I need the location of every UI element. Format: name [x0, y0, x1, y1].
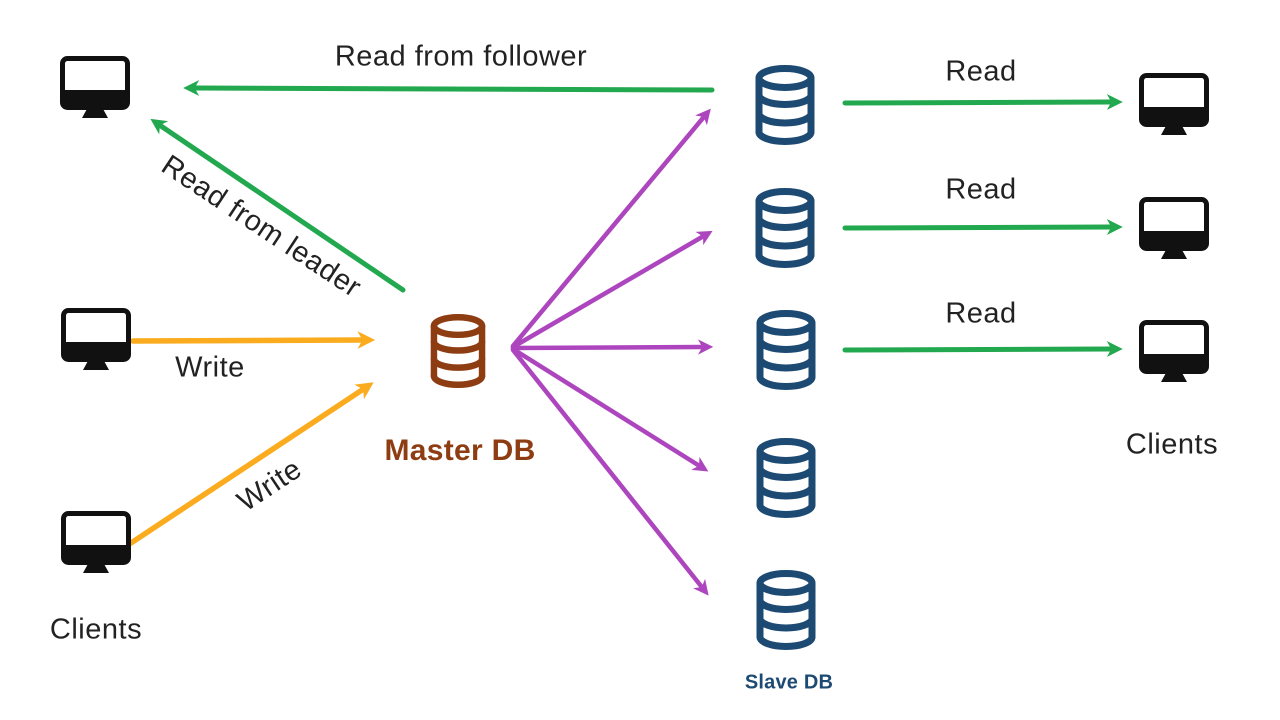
monitor-icon — [61, 511, 131, 573]
edge-label-read-from-follower: Read from follower — [334, 40, 588, 73]
monitor-icon — [61, 308, 131, 370]
arrow-read-from-leader — [150, 118, 406, 293]
arrow-replicate-2 — [510, 230, 713, 350]
client-node-right-3 — [1139, 320, 1209, 389]
database-icon — [755, 65, 815, 145]
monitor-icon — [1139, 73, 1209, 135]
slave-db-node-5 — [753, 570, 819, 655]
master-db-label: Master DB — [384, 434, 536, 467]
arrow-replicate-5 — [510, 347, 709, 596]
slave-db-node-3 — [753, 310, 819, 395]
client-node-bottom-left — [61, 511, 131, 580]
client-node-right-1 — [1139, 73, 1209, 142]
database-icon — [755, 188, 815, 268]
slave-db-node-4 — [753, 438, 819, 523]
database-icon — [756, 310, 816, 390]
monitor-icon — [1139, 197, 1209, 259]
clients-right-label: Clients — [1125, 428, 1219, 461]
database-icon — [430, 314, 486, 388]
slave-db-node-2 — [752, 188, 818, 273]
database-icon — [756, 570, 816, 650]
monitor-icon — [60, 56, 130, 118]
client-node-right-2 — [1139, 197, 1209, 266]
client-node-mid-left — [61, 308, 131, 377]
client-node-top-left — [60, 56, 130, 125]
arrow-replicate-1 — [510, 108, 711, 349]
edge-label-write-top: Write — [175, 351, 245, 384]
edge-label-read-2: Read — [945, 173, 1017, 206]
arrow-read-from-follower — [183, 80, 715, 97]
arrow-write-bottom — [128, 382, 374, 546]
edge-label-read-1: Read — [945, 55, 1017, 88]
master-db-node — [425, 314, 491, 393]
arrow-read-2 — [842, 219, 1123, 236]
arrow-replicate-4 — [510, 346, 709, 472]
database-icon — [756, 438, 816, 518]
slave-db-node-1 — [752, 65, 818, 150]
arrow-write-top — [130, 331, 376, 349]
arrow-read-3 — [842, 341, 1123, 358]
arrow-replicate-3 — [510, 339, 714, 355]
clients-left-label: Clients — [49, 613, 143, 646]
monitor-icon — [1139, 320, 1209, 382]
arrow-read-1 — [842, 94, 1123, 111]
edge-label-read-3: Read — [945, 297, 1017, 330]
slave-db-label: Slave DB — [744, 671, 834, 694]
